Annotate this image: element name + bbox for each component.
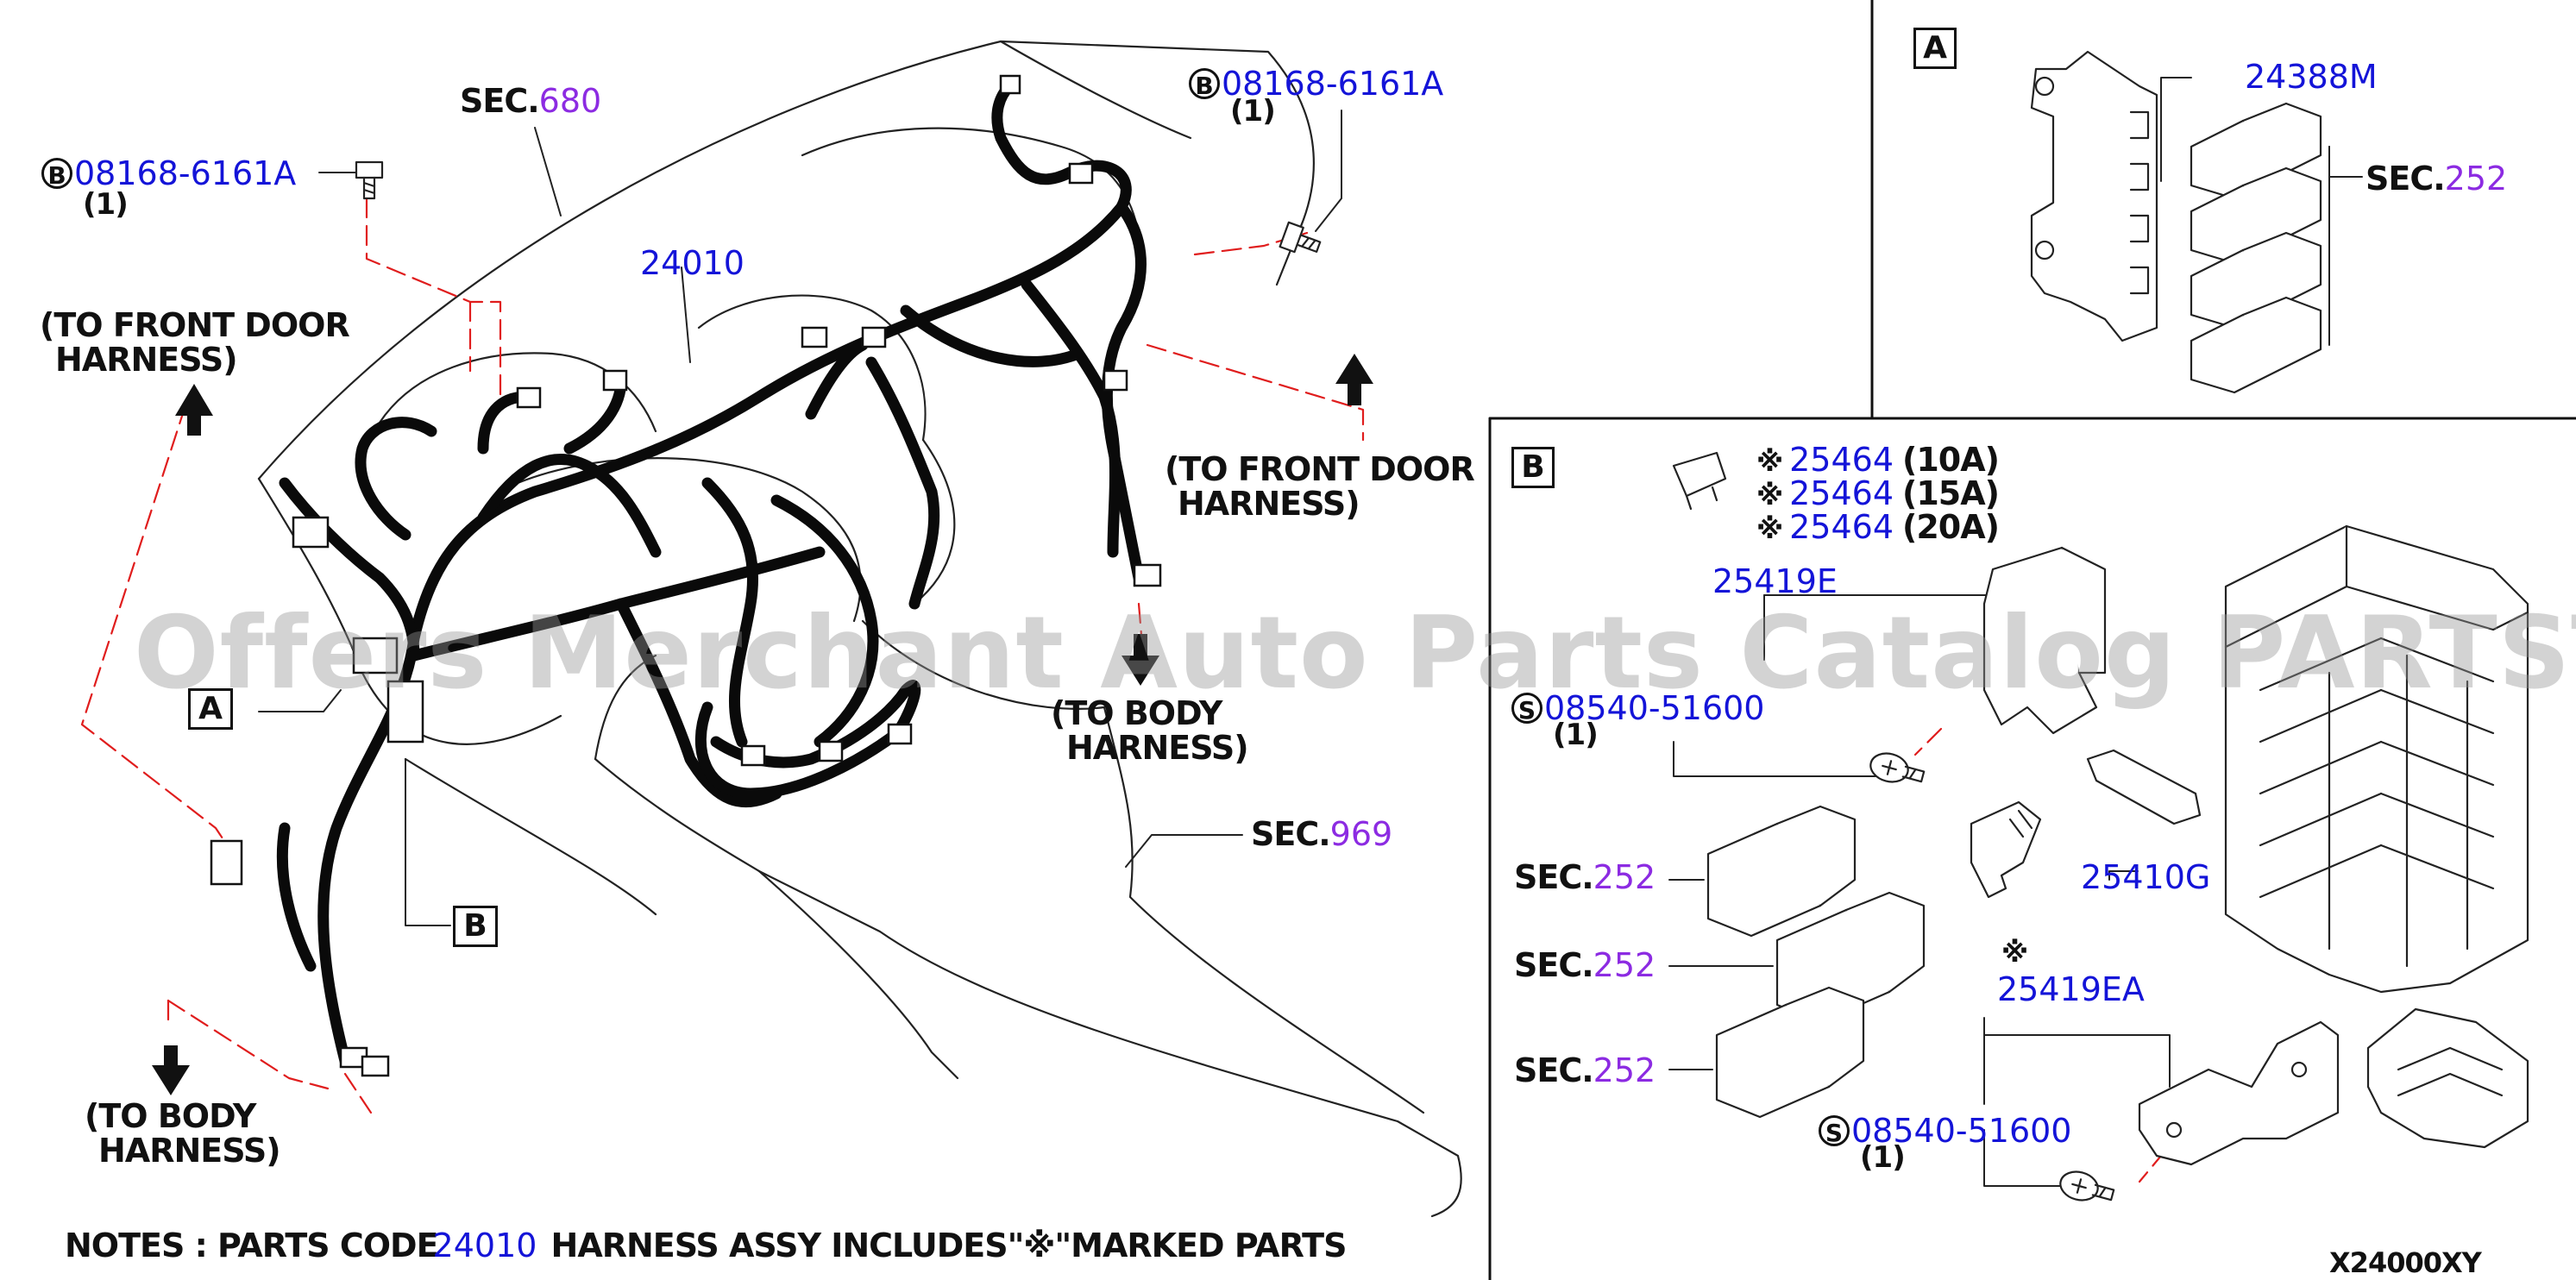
asterisk-mark: ※ bbox=[1756, 479, 1783, 511]
sec-prefix: SEC. bbox=[1514, 858, 1594, 896]
asterisk-mark: ※ bbox=[2001, 936, 2028, 969]
leader-lines bbox=[258, 77, 2363, 1187]
bolt-marker-b: B bbox=[41, 158, 72, 190]
panel-b-sec-252-b: SEC.252 bbox=[1514, 949, 1656, 982]
arrow-up-icon bbox=[175, 384, 213, 436]
sec-number[interactable]: 969 bbox=[1329, 815, 1393, 853]
detail-box-b[interactable]: B bbox=[453, 906, 498, 947]
sec-prefix: SEC. bbox=[1514, 946, 1594, 984]
connector-25419ea bbox=[1970, 800, 2042, 899]
fuse-row-20a: ※25464(20A) bbox=[1756, 508, 2000, 546]
panel-a-sec-252: SEC.252 bbox=[2366, 162, 2507, 195]
panel-b-sec-252-a: SEC.252 bbox=[1514, 861, 1656, 894]
body-left-line1: (TO BODY bbox=[85, 1097, 256, 1135]
fuse-row-15a: ※25464(15A) bbox=[1756, 474, 2000, 512]
bracket-24388m bbox=[2030, 50, 2158, 342]
front-door-left-line1: (TO FRONT DOOR bbox=[40, 306, 350, 344]
body-left-line2: HARNESS) bbox=[98, 1132, 281, 1170]
relay-panel-b bbox=[1706, 805, 1926, 1119]
screw-top-qty: (1) bbox=[1553, 718, 1599, 752]
fuse-block bbox=[2224, 524, 2529, 994]
bolt-right-qty: (1) bbox=[1230, 94, 1276, 129]
sec-prefix: SEC. bbox=[2366, 160, 2446, 198]
arrow-up-icon bbox=[1335, 354, 1373, 405]
screw-icon bbox=[2059, 1170, 2115, 1202]
bracket-25419e-label[interactable]: 25419E bbox=[1712, 562, 1838, 600]
asterisk-mark: ※ bbox=[1756, 512, 1783, 545]
asterisk-mark: ※ bbox=[1756, 445, 1783, 478]
notes-line: NOTES : PARTS CODE24010 HARNESS ASSY INC… bbox=[65, 1227, 1348, 1264]
bolt-icon bbox=[1279, 221, 1322, 254]
bracket-bottom bbox=[2138, 1020, 2340, 1166]
notes-part-code[interactable]: 24010 bbox=[432, 1227, 537, 1264]
notes-prefix: NOTES : PARTS CODE bbox=[65, 1227, 439, 1264]
sec-969-label: SEC.969 bbox=[1251, 818, 1392, 850]
sec-prefix: SEC. bbox=[460, 82, 540, 120]
body-center-line1: (TO BODY bbox=[1051, 694, 1222, 732]
fuse-rating: (15A) bbox=[1902, 474, 2000, 512]
bracket-25419e bbox=[1982, 546, 2107, 735]
clip-25410g bbox=[2086, 749, 2202, 825]
screw-marker-s: S bbox=[1511, 693, 1542, 725]
direction-arrows bbox=[152, 354, 1373, 1095]
fuse-row-10a: ※25464(10A) bbox=[1756, 441, 2000, 479]
sec-number[interactable]: 252 bbox=[1593, 1051, 1656, 1089]
fuse-rating: (10A) bbox=[1902, 441, 2000, 479]
sec-680-label: SEC.680 bbox=[460, 85, 601, 117]
bracket-24388m-label[interactable]: 24388M bbox=[2245, 58, 2378, 96]
panel-a-label: A bbox=[1913, 28, 1957, 69]
panel-b-sec-252-c: SEC.252 bbox=[1514, 1054, 1656, 1087]
watermark: Offers Merchant Auto Parts Catalog PARTS… bbox=[134, 595, 2576, 712]
wiring-harness bbox=[276, 80, 1147, 1067]
center-console-outline bbox=[594, 757, 1462, 1218]
fuse-icon bbox=[1672, 451, 1727, 511]
bolt-part-number[interactable]: 08168-6161A bbox=[1222, 65, 1444, 103]
screw-part-number[interactable]: 08540-51600 bbox=[1851, 1112, 2072, 1150]
screw-icon bbox=[1869, 752, 1926, 783]
screw-marker-s: S bbox=[1819, 1115, 1850, 1147]
fuse-part-number[interactable]: 25464 bbox=[1789, 441, 1894, 479]
front-door-right-line2: HARNESS) bbox=[1178, 485, 1360, 523]
front-door-left-line2: HARNESS) bbox=[55, 341, 238, 379]
diagram-code: X24000XY bbox=[2329, 1246, 2482, 1279]
bolt-left-qty: (1) bbox=[83, 187, 129, 222]
arrow-down-icon bbox=[152, 1045, 190, 1095]
routing-dashed-lines bbox=[80, 197, 2184, 1183]
detail-box-a[interactable]: A bbox=[188, 688, 233, 730]
connector-25419ea-label[interactable]: 25419EA bbox=[1997, 970, 2145, 1008]
sec-number[interactable]: 252 bbox=[2444, 160, 2508, 198]
sec-number[interactable]: 252 bbox=[1593, 946, 1656, 984]
arrow-down-icon bbox=[1122, 634, 1159, 686]
fuse-block-cover bbox=[2366, 1007, 2529, 1149]
screw-part-number[interactable]: 08540-51600 bbox=[1544, 689, 1765, 727]
screw-bottom-qty: (1) bbox=[1860, 1140, 1906, 1175]
front-door-right-line1: (TO FRONT DOOR bbox=[1165, 450, 1475, 488]
bolt-marker-b: B bbox=[1189, 68, 1220, 100]
notes-suffix: HARNESS ASSY INCLUDES"※"MARKED PARTS bbox=[550, 1227, 1348, 1264]
panel-b-label: B bbox=[1511, 447, 1555, 488]
bolt-icon bbox=[355, 160, 384, 200]
fuse-part-number[interactable]: 25464 bbox=[1789, 474, 1894, 512]
fuse-rating: (20A) bbox=[1902, 508, 2000, 546]
sec-prefix: SEC. bbox=[1251, 815, 1331, 853]
sec-prefix: SEC. bbox=[1514, 1051, 1594, 1089]
harness-connectors bbox=[210, 74, 1162, 1077]
relay-block-panel-a bbox=[2190, 102, 2322, 394]
clip-25410g-label[interactable]: 25410G bbox=[2081, 858, 2211, 896]
harness-part-24010[interactable]: 24010 bbox=[640, 244, 745, 282]
sec-number[interactable]: 680 bbox=[538, 82, 602, 120]
body-center-line2: HARNESS) bbox=[1066, 729, 1249, 767]
sec-number[interactable]: 252 bbox=[1593, 858, 1656, 896]
fuse-part-number[interactable]: 25464 bbox=[1789, 508, 1894, 546]
bolt-part-number[interactable]: 08168-6161A bbox=[74, 154, 297, 192]
